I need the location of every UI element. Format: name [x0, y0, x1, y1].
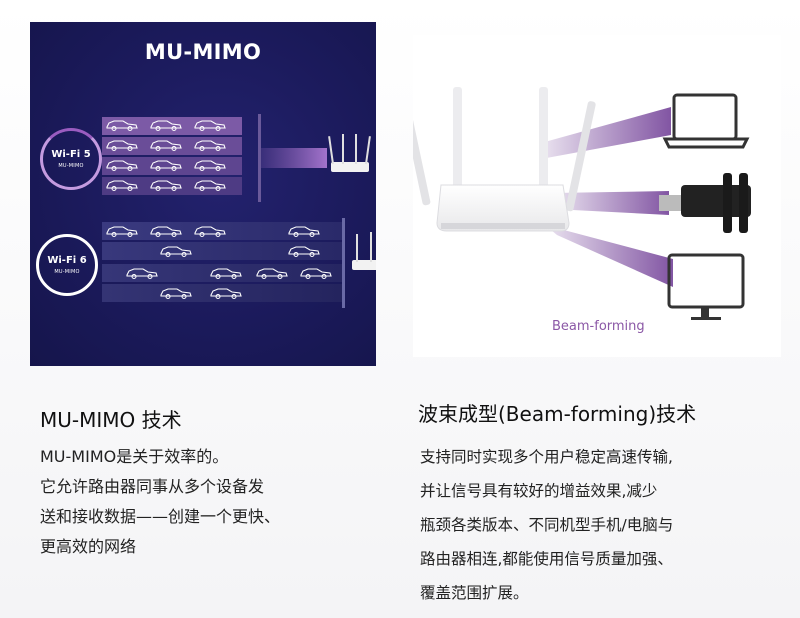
mumimo-title: MU-MIMO [144, 40, 262, 64]
beamforming-description: 支持同时实现多个用户稳定高速传输, 并让信号具有较好的增益效果,减少 瓶颈各类版… [420, 440, 673, 610]
car-icon [126, 268, 158, 280]
car-icon [106, 120, 138, 132]
car-icon [194, 140, 226, 152]
mumimo-line-4: 更高效的网络 [40, 537, 137, 556]
wifi5-cars [106, 120, 226, 192]
beamforming-line-4: 路由器相连,都能使用信号质量加强、 [420, 550, 673, 568]
mumimo-section-title: MU-MIMO 技术 [40, 408, 182, 432]
mumimo-drawing [106, 114, 376, 308]
beamforming-line-3: 瓶颈各类版本、不同机型手机/电脑与 [420, 516, 674, 534]
wifi5-badge-subtitle: MU-MIMO [58, 163, 84, 169]
beamforming-line-1: 支持同时实现多个用户稳定高速传输, [420, 448, 673, 466]
car-icon [288, 226, 320, 238]
wifi5-divider [258, 114, 261, 202]
wifi6-divider [342, 218, 345, 308]
monitor-icon [667, 253, 745, 320]
laptop-icon [662, 93, 750, 149]
car-icon [150, 226, 182, 238]
car-icon [194, 226, 226, 238]
mumimo-line-3: 送和接收数据——创建一个更快、 [40, 507, 281, 526]
usb-wifi-adapter-icon [659, 173, 751, 233]
car-icon [160, 288, 192, 300]
car-icon [194, 120, 226, 132]
wifi6-lane-4 [102, 284, 342, 302]
beam-to-monitor [545, 225, 673, 287]
wifi5-router [328, 134, 371, 172]
car-icon [210, 288, 242, 300]
beamforming-drawing [413, 87, 751, 320]
beam-to-laptop [541, 107, 671, 159]
car-icon [106, 140, 138, 152]
wifi6-badge-subtitle: MU-MIMO [54, 269, 80, 275]
car-icon [106, 180, 138, 192]
beamforming-illustration [413, 35, 781, 357]
wifi6-badge-title: Wi-Fi 6 [47, 255, 87, 266]
car-icon [194, 160, 226, 172]
wifi6-badge: Wi-Fi 6 MU-MIMO [36, 234, 98, 296]
car-icon [210, 268, 242, 280]
wifi5-beam [261, 148, 327, 168]
car-icon [256, 268, 288, 280]
wifi6-cars [106, 226, 332, 300]
beamforming-line-5: 覆盖范围扩展。 [420, 584, 529, 602]
mumimo-line-2: 它允许路由器同事从多个设备发 [40, 477, 265, 496]
wifi5-badge: Wi-Fi 5 MU-MIMO [40, 128, 102, 190]
router-icon [413, 87, 596, 232]
beamforming-label: Beam-forming [552, 319, 645, 334]
car-icon [150, 140, 182, 152]
car-icon [288, 246, 320, 258]
car-icon [194, 180, 226, 192]
beam-to-adapter [553, 191, 669, 215]
wifi6-lane-2 [102, 242, 342, 260]
mumimo-illustration: MU-MIMO Wi-Fi 5 MU-MIMO Wi-Fi 6 MU-MIMO [30, 22, 376, 366]
beamforming-line-2: 并让信号具有较好的增益效果,减少 [420, 482, 658, 500]
wifi5-badge-title: Wi-Fi 5 [51, 149, 91, 160]
mumimo-line-1: MU-MIMO是关于效率的。 [40, 447, 229, 466]
mumimo-description: MU-MIMO是关于效率的。 它允许路由器同事从多个设备发 送和接收数据——创建… [40, 442, 280, 562]
car-icon [160, 246, 192, 258]
car-icon [150, 160, 182, 172]
car-icon [150, 120, 182, 132]
car-icon [106, 160, 138, 172]
wifi6-router [352, 232, 376, 270]
beamforming-section-title: 波束成型(Beam-forming)技术 [418, 402, 697, 426]
car-icon [150, 180, 182, 192]
car-icon [106, 226, 138, 238]
car-icon [300, 268, 332, 280]
